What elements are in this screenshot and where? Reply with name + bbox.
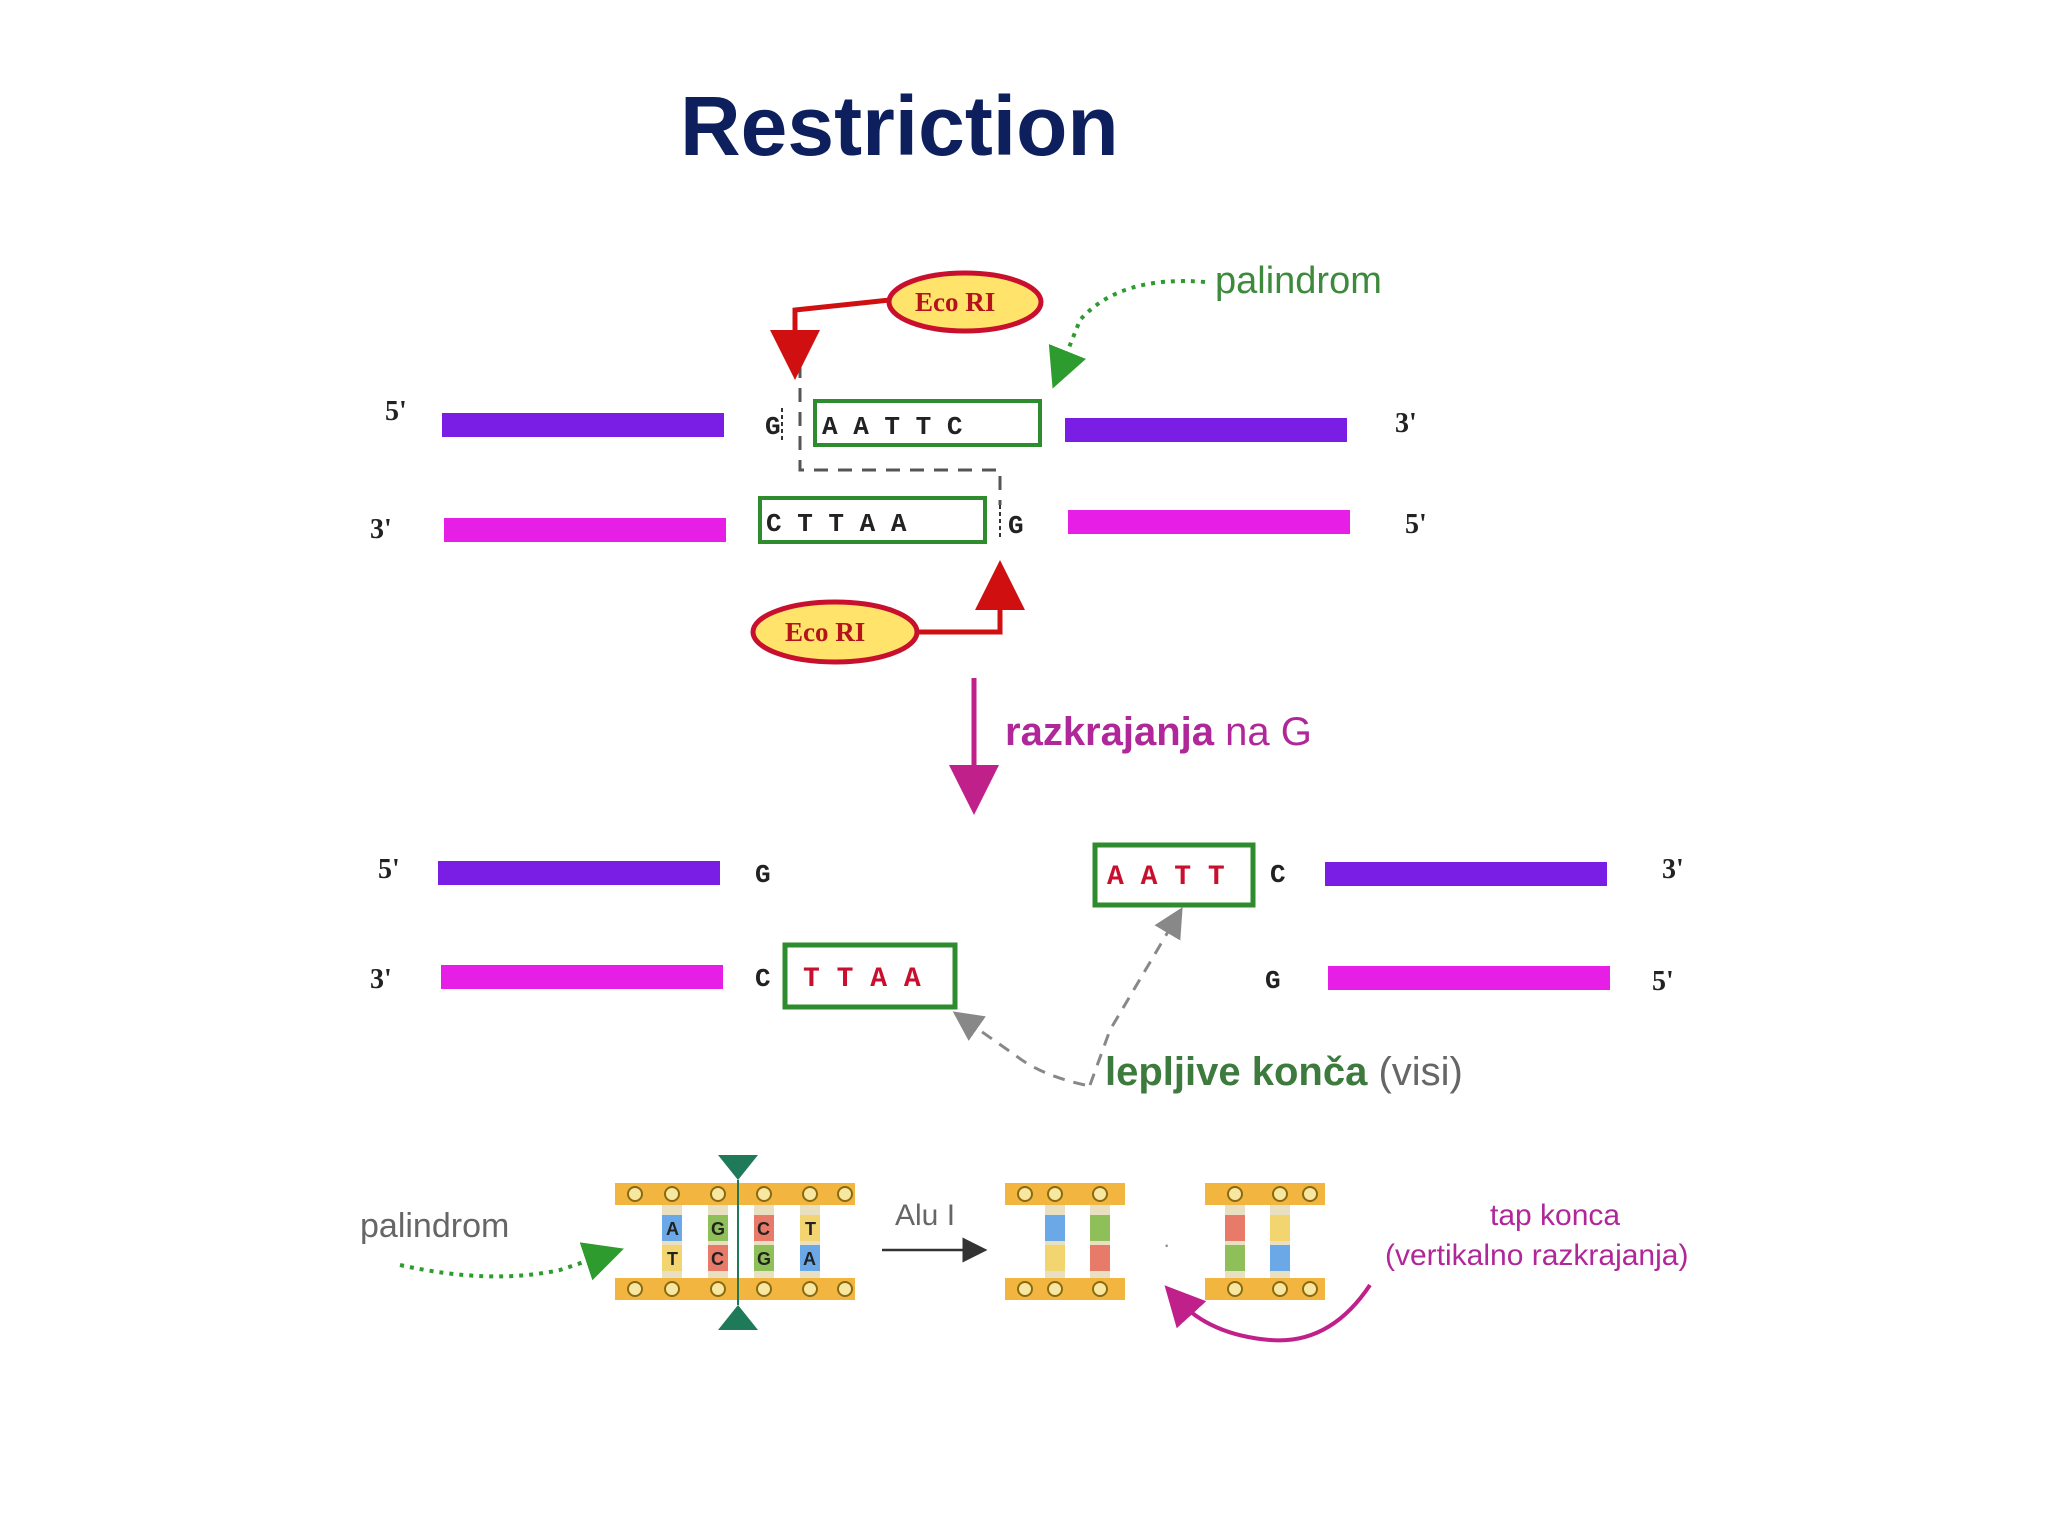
strand-top-left: [442, 413, 724, 437]
end-label-5-right-product: 5': [1652, 966, 1674, 997]
left-product-g: G: [755, 860, 771, 890]
site-bottom-base-3: G: [757, 1249, 771, 1269]
end-label-5-left-product: 5': [378, 854, 400, 885]
base-block: [800, 1245, 820, 1271]
end-label-3-top-right: 3': [1395, 408, 1417, 439]
left-overhang-sequence: T T A A: [803, 964, 921, 995]
right-overhang-sequence: A A T T: [1107, 862, 1225, 893]
palindrome-pointer-bottom: [399, 1242, 624, 1281]
base-block: [754, 1245, 774, 1271]
end-label-3-bottom-left: 3': [370, 514, 392, 545]
site-bottom-base-2: C: [711, 1249, 724, 1269]
base-block: [1270, 1215, 1290, 1241]
page-title: Restriction: [680, 79, 1119, 173]
site-bottom-base-1: T: [667, 1249, 678, 1269]
base-block: [754, 1215, 774, 1241]
cut-marker-top: [718, 1155, 758, 1180]
strand-right-product-bottom: [1328, 966, 1610, 990]
sticky-ends-label-rest: (visi): [1367, 1050, 1463, 1094]
separator-dot: ·: [1163, 1232, 1170, 1257]
palindrome-label-bottom: palindrom: [360, 1207, 509, 1245]
sticky-ends-label: lepljive konča (visi): [1105, 1050, 1463, 1094]
strand-left-product-top: [438, 861, 720, 885]
blunt-fragment-right: [1205, 1183, 1325, 1300]
eco-ri-top-badge: [886, 270, 1044, 334]
alu-site-duplex: A G C T T C G A: [615, 1155, 855, 1330]
strand-right-product-top: [1325, 862, 1607, 886]
sticky-pointer-left: [952, 1011, 1086, 1087]
base-block: [1090, 1245, 1110, 1271]
palindrome-box-top: [813, 399, 1042, 447]
palindrome-box-bottom: [758, 496, 987, 544]
strand-left-product-bottom: [441, 965, 723, 989]
base-block: [1090, 1215, 1110, 1241]
bottom-g-base: G: [1008, 511, 1024, 541]
right-product-c: C: [1270, 860, 1286, 890]
top-g-base: G: [765, 412, 781, 442]
blunt-label-line2: (vertikalno razkrajanja): [1385, 1239, 1688, 1272]
base-block: [662, 1215, 682, 1241]
top-site-sequence: A A T T C: [822, 412, 962, 442]
palindrome-label-top: palindrom: [1215, 260, 1382, 302]
blunt-label-line1: tap konca: [1490, 1199, 1620, 1232]
sticky-ends-label-bold: lepljive konča: [1105, 1050, 1368, 1094]
base-block: [800, 1215, 820, 1241]
cut-marker-bottom: [718, 1305, 758, 1330]
end-label-5-bottom-right: 5': [1405, 509, 1427, 540]
alu-i-label: Alu I: [895, 1199, 955, 1232]
eco-ri-bottom-label: Eco RI: [785, 617, 865, 647]
backbone-top: [615, 1183, 855, 1205]
end-label-5-top-left: 5': [385, 396, 407, 427]
end-label-3-left-product: 3': [370, 964, 392, 995]
strand-top-right: [1065, 418, 1347, 442]
site-top-base-4: T: [805, 1219, 816, 1239]
eco-ri-top-label: Eco RI: [915, 287, 995, 317]
base-block: [708, 1245, 728, 1271]
eco-arrow-bottom: [912, 560, 1025, 635]
site-top-base-1: A: [666, 1219, 679, 1239]
strand-bottom-right: [1068, 510, 1350, 534]
sticky-end-box-right: [1092, 842, 1256, 908]
right-product-g: G: [1265, 966, 1281, 996]
base-block: [1045, 1215, 1065, 1241]
base-block: [662, 1245, 682, 1271]
sticky-end-box-left: [782, 942, 958, 1010]
left-product-c: C: [755, 964, 771, 994]
cut-step-label: razkrajanja na G: [1005, 710, 1312, 754]
eco-arrow-top: [770, 297, 891, 380]
strand-bottom-left: [444, 518, 726, 542]
eco-ri-bottom-badge: [750, 599, 920, 665]
base-block: [1225, 1245, 1245, 1271]
blunt-label-pointer: [1164, 1283, 1372, 1343]
site-top-base-3: C: [757, 1219, 770, 1239]
site-top-base-2: G: [711, 1219, 725, 1239]
base-block: [708, 1215, 728, 1241]
end-label-3-right-product: 3': [1662, 854, 1684, 885]
site-bottom-base-4: A: [803, 1249, 816, 1269]
backbone-bottom: [615, 1278, 855, 1300]
blunt-fragment-left: [1005, 1183, 1125, 1300]
palindrome-pointer-top: [1048, 279, 1206, 389]
cut-step-label-rest: na G: [1214, 710, 1312, 754]
cut-step-label-bold: razkrajanja: [1005, 710, 1215, 754]
staggered-cut-line: [798, 340, 1002, 505]
base-block: [1225, 1215, 1245, 1241]
bottom-site-sequence: C T T A A: [766, 509, 907, 539]
base-block: [1270, 1245, 1290, 1271]
base-block: [1045, 1245, 1065, 1271]
